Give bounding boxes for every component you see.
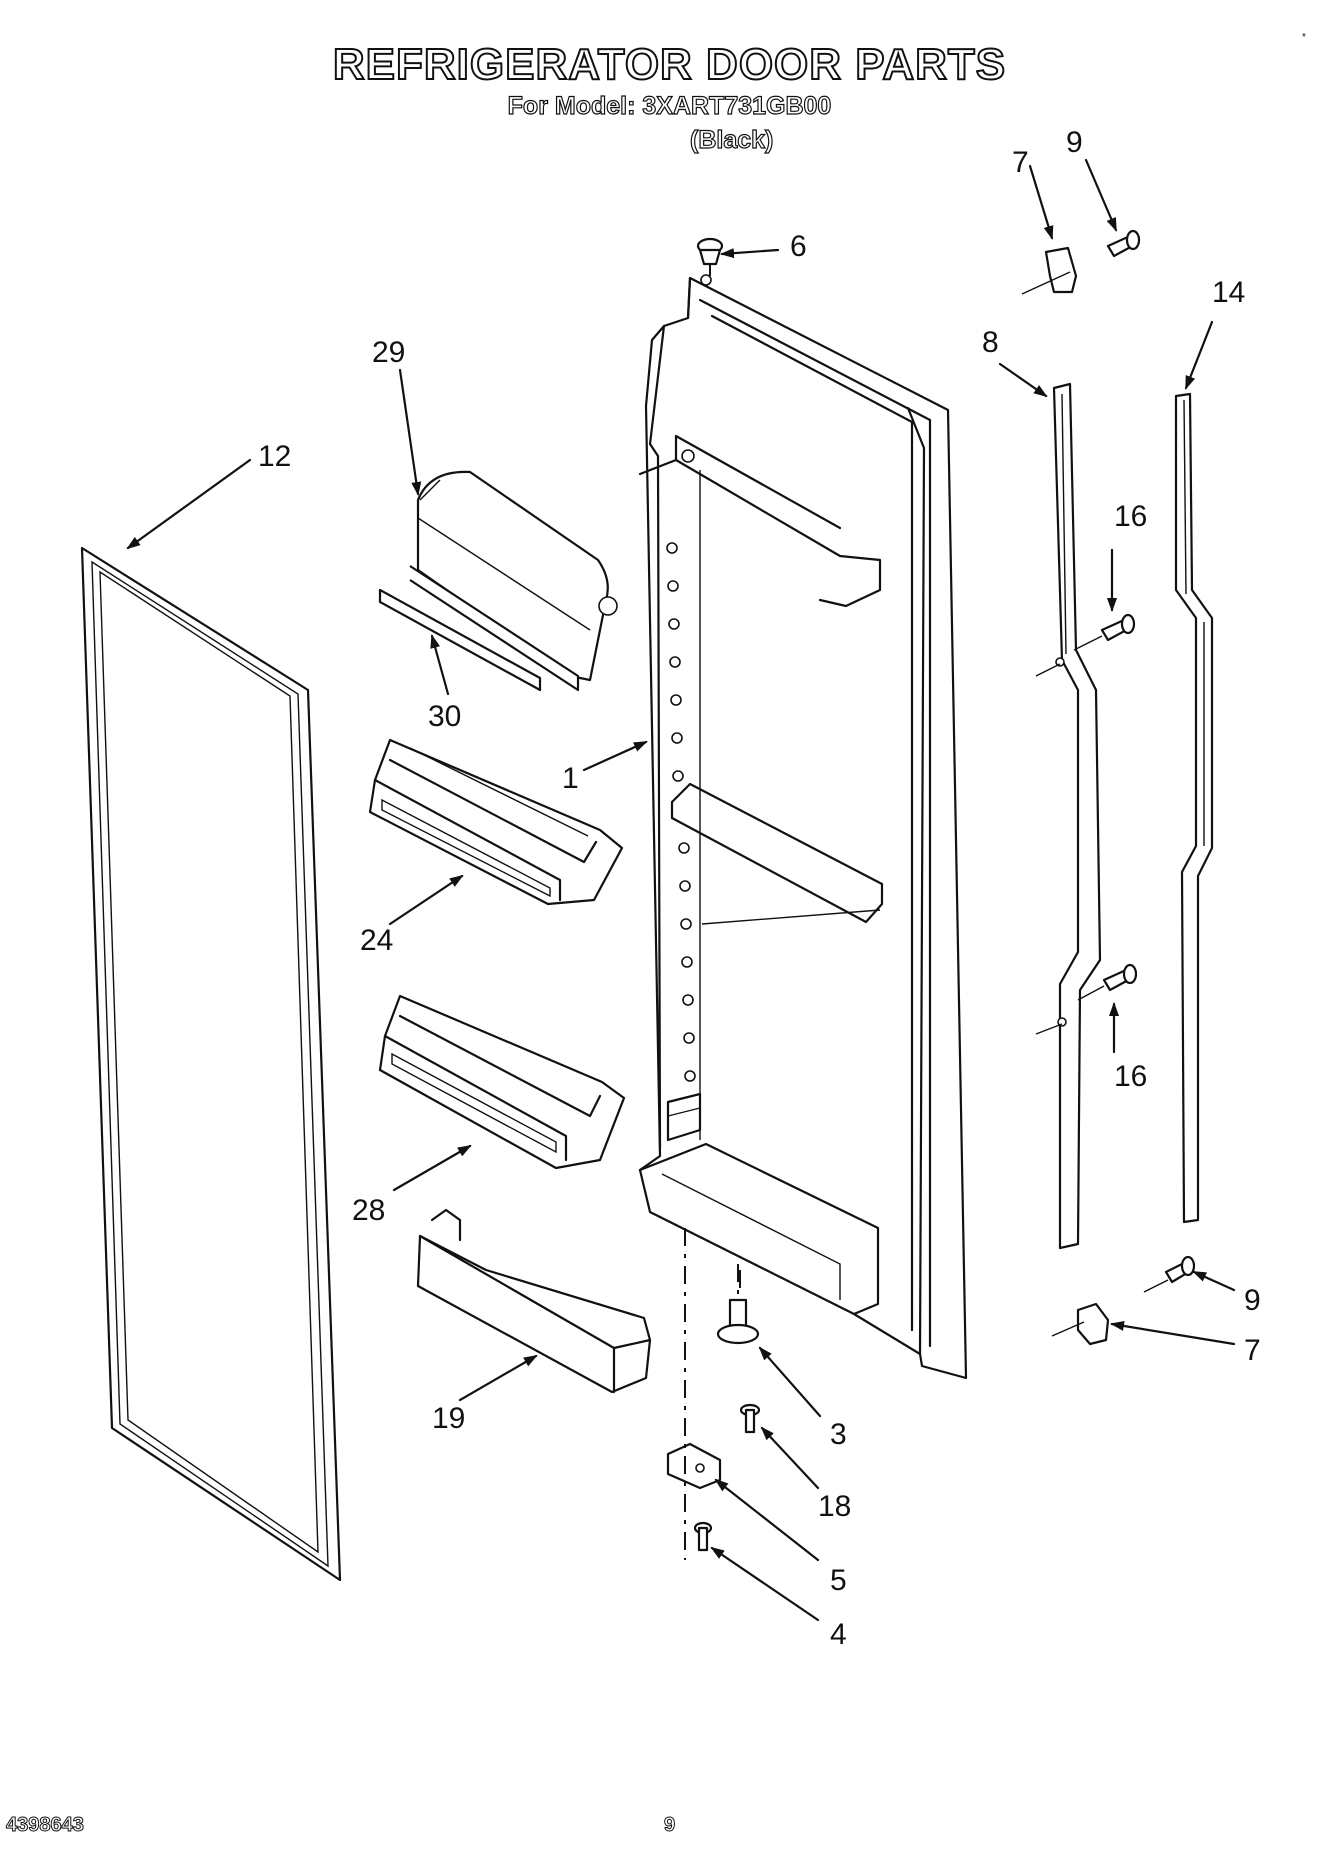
callout-24: 24	[360, 924, 393, 957]
screw-part-4	[693, 1521, 713, 1552]
callout-16-bottom: 16	[1114, 1060, 1147, 1093]
callout-5: 5	[830, 1564, 847, 1597]
door-bin-part-28	[378, 994, 626, 1170]
callout-4: 4	[830, 1618, 847, 1651]
dairy-shelf-part-30	[378, 588, 542, 692]
leader-lines	[126, 158, 1236, 1622]
handle-end-cap-bottom-part-7	[1051, 1302, 1110, 1346]
callout-28: 28	[352, 1194, 385, 1227]
page-title: REFRIGERATOR DOOR PARTS	[332, 39, 1007, 90]
callout-19: 19	[432, 1402, 465, 1435]
handle-trim-part-14	[1174, 392, 1214, 1224]
callout-7-top: 7	[1012, 146, 1029, 179]
callout-30: 30	[428, 700, 461, 733]
screw-bottom-part-9	[1143, 1255, 1196, 1293]
door-liner-part-1	[638, 274, 968, 1380]
callout-8: 8	[982, 326, 999, 359]
door-shelf-part-19	[416, 1208, 652, 1394]
callout-29: 29	[372, 336, 405, 369]
screw-top-part-16	[1073, 613, 1136, 651]
hinge-pin-part-3	[716, 1264, 760, 1345]
dairy-compartment-part-29	[409, 470, 618, 692]
callout-6: 6	[790, 230, 807, 263]
callout-12: 12	[258, 440, 291, 473]
page-number: 9	[663, 1814, 676, 1837]
callout-labels: 6 7 9 14 8 16 16 9 7 3 18 5 4 1 12 29 30…	[258, 126, 1261, 1651]
color-variant: (Black)	[689, 125, 774, 154]
door-bin-part-24	[368, 738, 624, 906]
callout-18: 18	[818, 1490, 851, 1523]
hinge-part-5	[666, 1442, 722, 1490]
handle-end-cap-top-part-7	[1021, 246, 1078, 295]
callout-9-bottom: 9	[1244, 1284, 1261, 1317]
callout-9-top: 9	[1066, 126, 1083, 159]
callout-14: 14	[1212, 276, 1245, 309]
door-plug-part-6	[696, 237, 724, 276]
callout-3: 3	[830, 1418, 847, 1451]
screw-bottom-part-16	[1077, 963, 1138, 1001]
model-line: For Model: 3XART731GB00	[507, 91, 832, 120]
screw-part-18	[739, 1403, 761, 1434]
callout-7-bottom: 7	[1244, 1334, 1261, 1367]
screw-top-part-9	[1106, 229, 1141, 258]
door-gasket-part-12	[80, 546, 342, 1582]
callout-1: 1	[562, 762, 579, 795]
corner-mark: *	[1302, 32, 1306, 43]
document-number: 4398643	[6, 1814, 85, 1837]
door-handle-part-8	[1035, 382, 1102, 1250]
callout-16-top: 16	[1114, 500, 1147, 533]
